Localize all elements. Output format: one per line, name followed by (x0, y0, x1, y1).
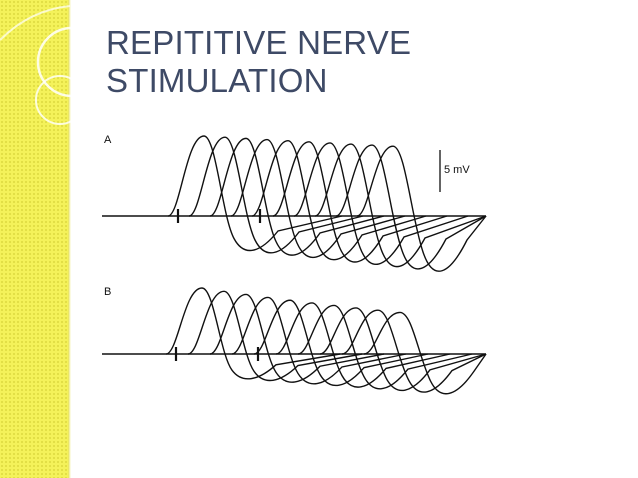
panel-a-waveform (209, 137, 385, 256)
waveform-traces (102, 135, 487, 395)
panel-a-waveform (272, 141, 448, 263)
panel-a-waveform (293, 142, 469, 265)
panel-b-waveform (275, 302, 451, 388)
panel-a-waveform (167, 135, 343, 252)
panel-b-waveform (341, 309, 487, 393)
panel-b-waveform (187, 290, 363, 382)
panel-a-waveform (251, 139, 427, 261)
decorative-circles (0, 5, 108, 125)
panel-b (102, 287, 487, 395)
slide-title-line2: STIMULATION (106, 62, 328, 99)
panel-b-waveform (209, 293, 385, 383)
panel-a-waveform (188, 136, 364, 254)
emg-waveform-figure: A B 5 mV (98, 128, 490, 418)
panel-a-waveform (335, 144, 487, 270)
panel-b-waveform (319, 307, 487, 392)
scale-bar-label: 5 mV (444, 164, 470, 176)
panel-b-waveform (253, 299, 429, 386)
panel-b-waveform (165, 287, 341, 380)
slide-title: REPITITIVE NERVE STIMULATION (106, 24, 606, 100)
panel-a-waveform (356, 145, 487, 272)
panel-a-waveform (314, 143, 487, 268)
decorative-sidebar (0, 0, 68, 478)
panel-b-waveform (363, 311, 487, 395)
panel-b-waveform (297, 304, 473, 390)
sidebar-edge (68, 0, 71, 478)
panel-a-label: A (104, 134, 112, 146)
panel-a (102, 135, 487, 272)
panel-b-label: B (104, 286, 112, 298)
slide-title-line1: REPITITIVE NERVE (106, 24, 412, 61)
panel-b-waveform (231, 296, 407, 385)
panel-a-waveform (230, 138, 406, 259)
